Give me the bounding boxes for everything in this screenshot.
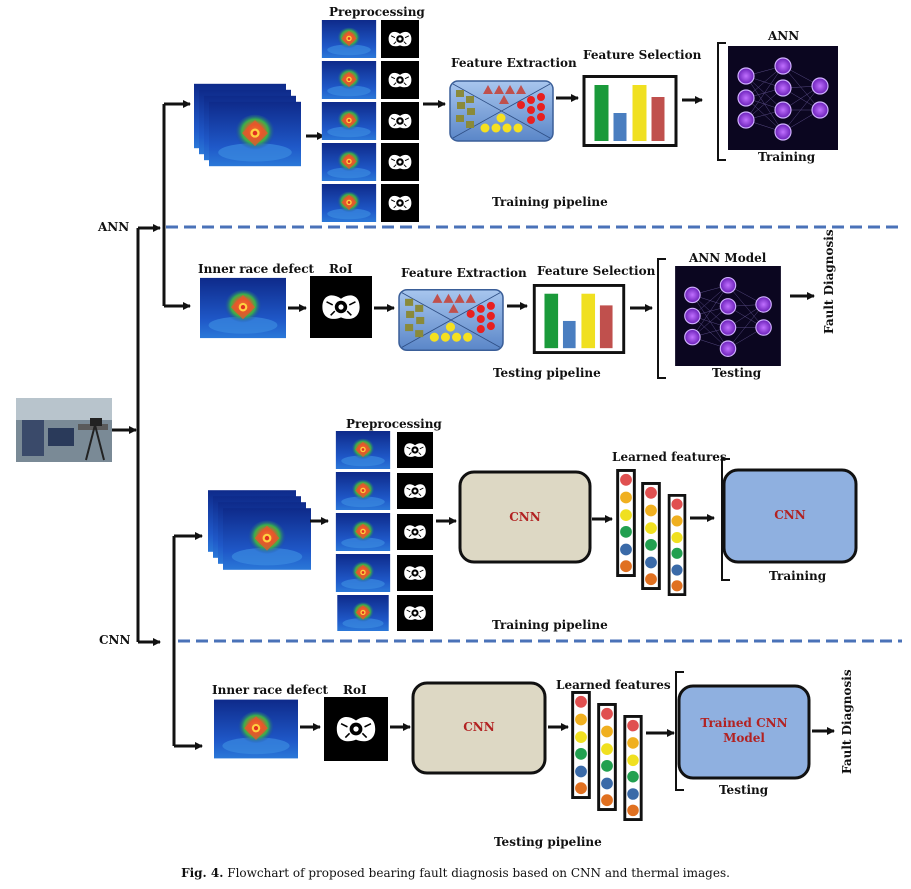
ann-train-network bbox=[727, 46, 839, 150]
ann-fault-diagnosis-label: Fault Diagnosis bbox=[822, 229, 836, 334]
cnn-train-feature-column-2 bbox=[641, 482, 661, 590]
cnn-branch-label: CNN bbox=[99, 633, 131, 647]
cnn-test-roi-label: RoI bbox=[343, 683, 367, 697]
ann-test-model-label: ANN Model bbox=[689, 251, 767, 265]
ann-training-stage-label: Training bbox=[758, 150, 816, 164]
test-rig-photo bbox=[16, 398, 112, 462]
cnn-testing-stage-label: Testing bbox=[719, 783, 769, 797]
cnn-training-image-stack bbox=[208, 490, 311, 570]
ann-testing-stage-label: Testing bbox=[712, 366, 762, 380]
cnn-test-learned-features-label: Learned features bbox=[556, 678, 671, 692]
ann-test-feature-selection bbox=[532, 284, 626, 354]
ann-train-feature-selection bbox=[582, 75, 678, 147]
ann-test-input-label: Inner race defect bbox=[198, 262, 315, 276]
ann-preprocessing-grid bbox=[321, 20, 419, 222]
cnn-fault-diagnosis-label: Fault Diagnosis bbox=[840, 669, 854, 774]
cnn-test-model-label: Trained CNN Model bbox=[700, 716, 788, 745]
ann-test-network bbox=[674, 266, 782, 366]
ann-test-feature-selection-label: Feature Selection bbox=[537, 264, 656, 278]
cnn-train-model-label: CNN bbox=[774, 508, 806, 522]
cnn-train-feature-column-3 bbox=[667, 494, 687, 596]
branch-connectors bbox=[112, 100, 203, 750]
cnn-test-feature-column-1 bbox=[571, 691, 591, 799]
ann-training-image-stack bbox=[194, 83, 301, 167]
ann-training-pipeline-label: Training pipeline bbox=[492, 195, 608, 209]
ann-train-feature-extraction-label: Feature Extraction bbox=[451, 56, 577, 70]
ann-test-feature-extraction bbox=[398, 288, 504, 352]
cnn-train-feature-column-1 bbox=[616, 469, 636, 577]
figure-caption: Fig. 4. Flowchart of proposed bearing fa… bbox=[0, 866, 911, 880]
cnn-test-block-label: CNN bbox=[463, 720, 495, 734]
ann-test-roi-image bbox=[310, 276, 372, 338]
cnn-test-model-block bbox=[677, 684, 811, 780]
cnn-test-block bbox=[411, 681, 547, 775]
ann-preprocessing-label: Preprocessing bbox=[329, 5, 425, 19]
cnn-test-feature-column-2 bbox=[597, 703, 617, 811]
cnn-train-block bbox=[458, 470, 592, 564]
cnn-train-block-label: CNN bbox=[509, 510, 541, 524]
figure-caption-label: Fig. 4. bbox=[181, 866, 224, 880]
ann-model-label: ANN bbox=[768, 29, 800, 43]
cnn-preprocessing-grid bbox=[335, 431, 433, 631]
cnn-test-roi-image bbox=[324, 697, 388, 761]
cnn-test-feature-column-3 bbox=[623, 715, 643, 821]
cnn-test-thermal-image bbox=[214, 699, 298, 759]
cnn-train-model-block bbox=[722, 468, 858, 564]
ann-train-feature-extraction bbox=[449, 80, 554, 142]
ann-test-roi-label: RoI bbox=[329, 262, 353, 276]
cnn-preprocessing-label: Preprocessing bbox=[346, 417, 442, 431]
ann-branch-label: ANN bbox=[98, 220, 130, 234]
cnn-training-pipeline-label: Training pipeline bbox=[492, 618, 608, 632]
ann-test-feature-extraction-label: Feature Extraction bbox=[401, 266, 527, 280]
cnn-training-stage-label: Training bbox=[769, 569, 827, 583]
ann-test-thermal-image bbox=[200, 277, 286, 339]
ann-testing-pipeline-label: Testing pipeline bbox=[493, 366, 601, 380]
ann-train-feature-selection-label: Feature Selection bbox=[583, 48, 702, 62]
cnn-test-input-label: Inner race defect bbox=[212, 683, 329, 697]
figure-caption-text: Flowchart of proposed bearing fault diag… bbox=[227, 866, 730, 880]
cnn-testing-pipeline-label: Testing pipeline bbox=[494, 835, 602, 849]
cnn-train-learned-features-label: Learned features bbox=[612, 450, 727, 464]
